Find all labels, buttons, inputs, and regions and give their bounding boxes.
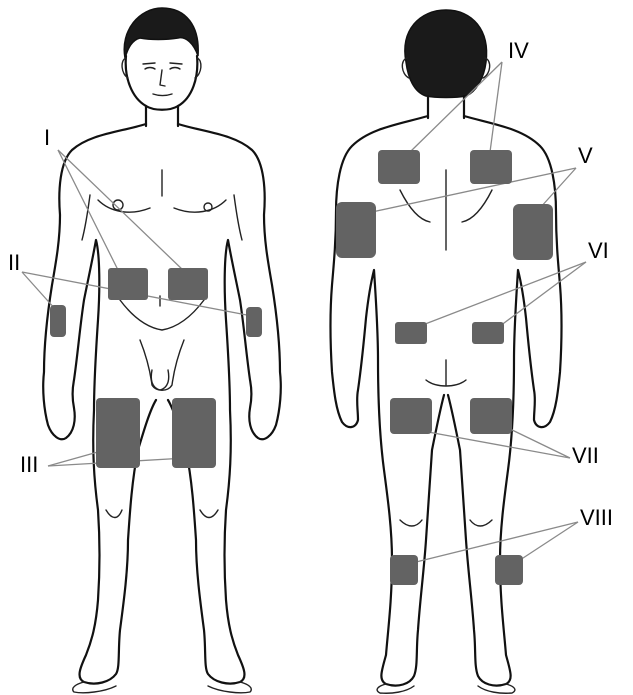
label-II: II (8, 250, 20, 275)
patch-V-left (336, 202, 376, 258)
patch-VIII-left (390, 555, 418, 585)
patch-VI-right (472, 322, 504, 344)
body-back-figure (331, 10, 562, 693)
front-head (126, 56, 198, 110)
body-front-figure (43, 8, 281, 693)
label-VI: VI (588, 238, 609, 263)
leader-line-I-b (58, 150, 185, 272)
patch-I-right (168, 268, 208, 300)
leader-line-IV-b (490, 62, 502, 152)
patch-VII-left (390, 398, 432, 434)
patch-II-left (50, 305, 66, 337)
patch-V-right (513, 204, 553, 260)
patch-I-left (108, 268, 148, 300)
leader-line-VII-a (428, 432, 570, 458)
leader-line-VII-b (508, 428, 570, 458)
label-IV: IV (508, 38, 529, 63)
back-hair (405, 10, 487, 98)
patch-VII-right (470, 398, 512, 434)
label-I: I (44, 125, 50, 150)
patch-IV-right (470, 150, 512, 184)
patch-III-left (96, 398, 140, 468)
label-VIII: VIII (580, 505, 613, 530)
patch-III-right (172, 398, 216, 468)
leader-lines (22, 62, 586, 562)
label-V: V (578, 143, 593, 168)
leader-line-VIII-b (520, 522, 578, 560)
leader-line-VI-b (500, 262, 586, 326)
label-III: III (20, 452, 38, 477)
patch-IV-left (378, 150, 420, 184)
leader-line-I-a (58, 150, 122, 278)
front-hair (124, 8, 198, 58)
label-VII: VII (572, 443, 599, 468)
patch-VI-left (395, 322, 427, 344)
patch-II-right (246, 307, 262, 337)
patch-VIII-right (495, 555, 523, 585)
